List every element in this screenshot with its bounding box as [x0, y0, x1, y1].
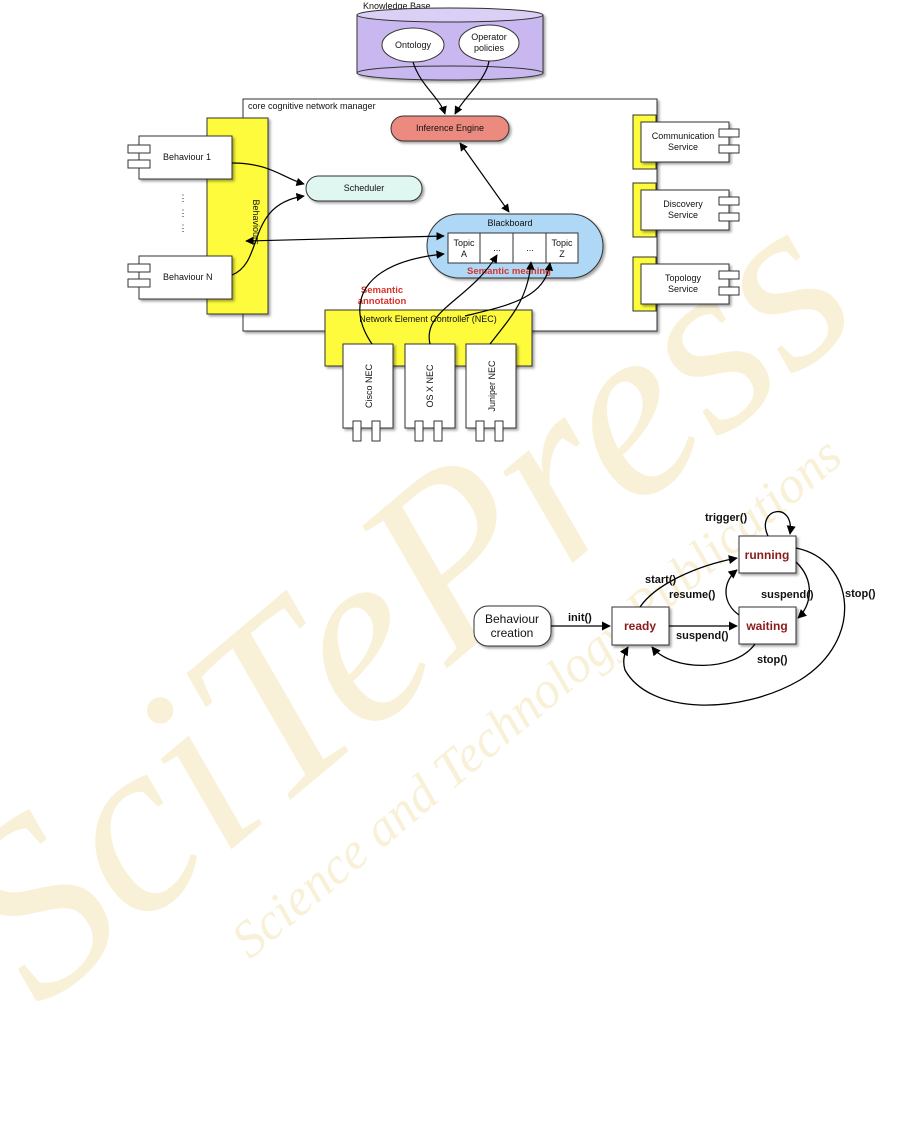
ellipsis-1: ⋮ [179, 193, 188, 203]
transition-resume-label: resume() [669, 589, 716, 601]
edge-policies-inference [454, 60, 490, 115]
discovery-service-component: Discovery Service [632, 182, 740, 238]
edge-inference-blackboard [459, 142, 510, 213]
semantic-annotation-label-1: Semantic [361, 285, 403, 296]
edge-behaviours-blackboard [245, 231, 445, 246]
topology-service-label-2: Service [668, 284, 698, 294]
architecture-connectors [231, 60, 554, 345]
state-waiting-label: waiting [745, 619, 787, 633]
edge-osx-topic [428, 254, 498, 345]
topic-dots-2: ... [526, 243, 534, 253]
semantic-meaning-label: Semantic meaning [467, 266, 551, 277]
transition-stop-waiting [651, 643, 756, 667]
topic-z-label-2: Z [559, 249, 565, 259]
topic-a-label-1: Topic [453, 238, 475, 248]
ellipsis-2: ⋮ [179, 208, 188, 218]
behaviour-creation-label-2: creation [491, 626, 534, 640]
discovery-service-label-2: Service [668, 210, 698, 220]
topology-service-label-1: Topology [665, 273, 702, 283]
edge-behaviour1-scheduler [231, 162, 305, 186]
scheduler-label: Scheduler [344, 183, 385, 193]
behaviour-creation-label-1: Behaviour [485, 612, 539, 626]
edge-juniper-topic-2 [464, 262, 554, 317]
cisco-nec-component: Cisco NEC [342, 343, 394, 442]
state-machine-diagram: Behaviour creation ready running waiting… [473, 510, 876, 706]
cisco-nec-label: Cisco NEC [364, 364, 374, 409]
transition-suspend-ready-label: suspend() [676, 630, 729, 642]
discovery-service-label-1: Discovery [663, 199, 703, 209]
transition-suspend-running [795, 561, 810, 619]
knowledge-base-title: Knowledge Base [363, 1, 431, 11]
blackboard-topics [447, 232, 579, 264]
behaviour-n-component: Behaviour N [127, 255, 233, 300]
inference-engine-node [390, 115, 510, 142]
architecture-diagram: Knowledge Base Ontology Operator policie… [127, 1, 740, 442]
juniper-nec-label: Juniper NEC [487, 360, 497, 412]
manager-title: core cognitive network manager [248, 101, 376, 111]
operator-policies-label-2: policies [474, 43, 505, 53]
behaviours-bar-label: Behaviours [251, 199, 261, 245]
transition-suspend-running-label: suspend() [761, 589, 814, 601]
communication-service-label-1: Communication [652, 131, 715, 141]
transition-trigger [764, 510, 796, 537]
transition-trigger-label: trigger() [705, 512, 748, 524]
behaviour-1-component: Behaviour 1 [127, 135, 233, 180]
transition-init-label: init() [568, 612, 592, 624]
ontology-label: Ontology [395, 40, 432, 50]
topology-service-component: Topology Service [632, 256, 740, 312]
state-running-label: running [745, 548, 790, 562]
transition-resume [725, 569, 740, 616]
transition-stop-running [619, 547, 846, 706]
behaviour-n-label: Behaviour N [163, 272, 213, 282]
scheduler-node [305, 175, 423, 202]
ellipsis-3: ⋮ [179, 223, 188, 233]
topic-a-label-2: A [461, 249, 467, 259]
osx-nec-component: OS X NEC [404, 343, 456, 442]
state-transitions [551, 510, 846, 706]
edge-ontology-inference [412, 61, 447, 115]
transition-start [639, 555, 738, 608]
semantic-annotation-label-2: annotation [358, 296, 407, 307]
behaviour-1-label: Behaviour 1 [163, 152, 211, 162]
operator-policies-label-1: Operator [471, 32, 507, 42]
state-ready-label: ready [624, 619, 656, 633]
blackboard-title: Blackboard [487, 218, 532, 228]
inference-engine-label: Inference Engine [416, 123, 484, 133]
transition-stop-running-label: stop() [845, 588, 876, 600]
edge-cisco-topic [359, 250, 445, 345]
topic-dots-1: ... [493, 243, 501, 253]
state-waiting [738, 606, 797, 645]
nec-title: Network Element Controller (NEC) [359, 314, 497, 324]
topic-z-label-1: Topic [551, 238, 573, 248]
transition-start-label: start() [645, 574, 677, 586]
communication-service-component: Communication Service [632, 114, 740, 170]
osx-nec-label: OS X NEC [425, 364, 435, 408]
communication-service-label-2: Service [668, 142, 698, 152]
juniper-nec-component: Juniper NEC [465, 343, 517, 442]
edge-juniper-topic-1 [489, 261, 535, 345]
transition-stop-waiting-label: stop() [757, 654, 788, 666]
